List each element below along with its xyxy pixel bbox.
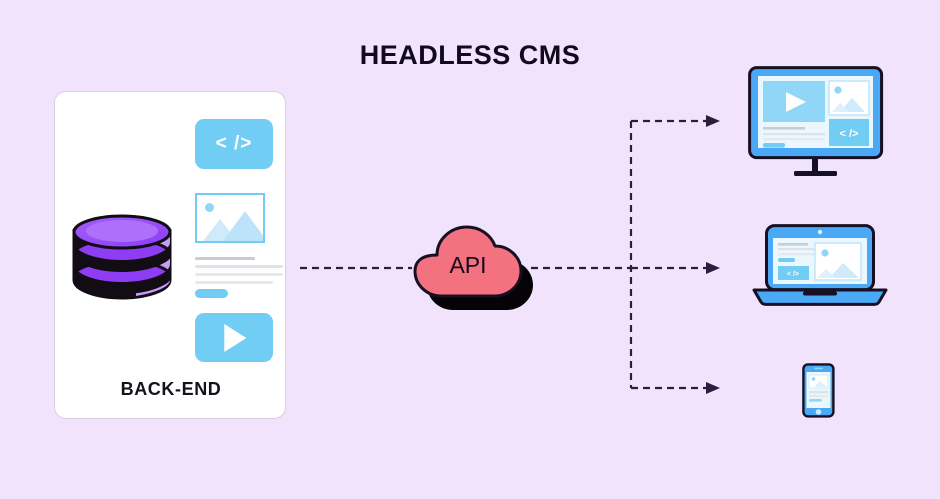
backend-label: BACK-END [120, 379, 222, 399]
play-icon [224, 323, 247, 352]
smartphone [802, 363, 835, 418]
svg-text:< />: < /> [840, 128, 859, 140]
text-line [195, 281, 273, 284]
code-block: < /> [195, 119, 273, 169]
api-cloud: API [405, 221, 535, 311]
page-title: HEADLESS CMS [359, 40, 581, 70]
text-line [195, 273, 283, 276]
mountain-shape [223, 211, 263, 241]
image-placeholder-block [195, 193, 265, 243]
text-lines-block [195, 257, 285, 298]
database-icon [70, 206, 174, 304]
video-block [195, 313, 273, 362]
desktop-monitor: < /> [748, 66, 884, 182]
sun-icon [205, 203, 214, 212]
laptop: < /> [751, 224, 889, 306]
code-glyph: < /> [215, 133, 253, 154]
backend-card: < /> BACK-END [54, 91, 286, 419]
svg-text:< />: < /> [787, 271, 799, 278]
button-pill [195, 289, 228, 298]
text-line [195, 265, 283, 268]
text-line [195, 257, 255, 260]
api-label: API [449, 252, 486, 278]
